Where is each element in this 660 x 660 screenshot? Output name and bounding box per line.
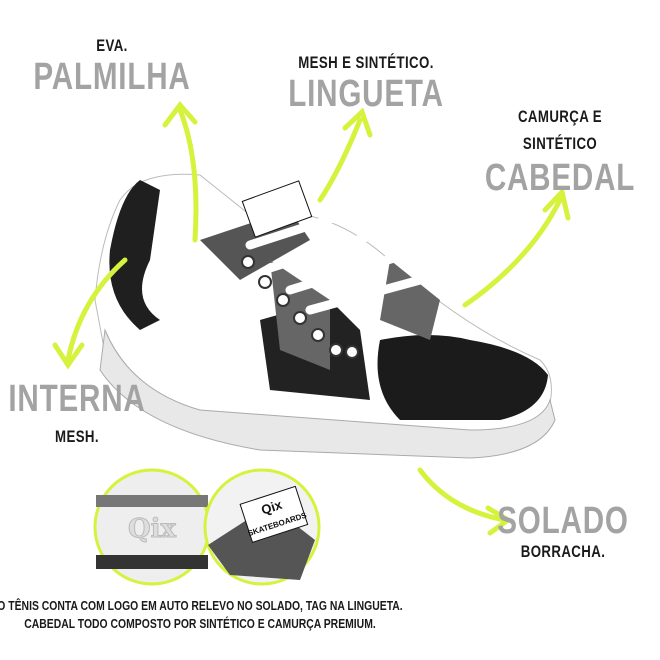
lingueta-label: LINGUETA [288, 73, 444, 115]
palmilha-label: PALMILHA [33, 56, 191, 98]
svg-text:Qix: Qix [128, 514, 177, 544]
interna-label: INTERNA [8, 378, 146, 420]
svg-text:Qix: Qix [259, 497, 284, 518]
detail-sole-logo-image: Qix [93, 468, 211, 586]
cabedal-material-line2: SINTÉTICO [522, 134, 598, 153]
solado-label: SOLADO [497, 500, 629, 542]
interna-material: MESH. [55, 427, 99, 446]
detail-tongue-tag-image: Qix SKATEBOARDS [203, 468, 321, 586]
lingueta-material: MESH E SINTÉTICO. [298, 53, 434, 72]
palmilha-material: EVA. [96, 36, 128, 55]
sneaker-image [94, 173, 556, 459]
caption-line-2: CABEDAL TODO COMPOSTO POR SINTÉTICO E CA… [24, 616, 376, 631]
cabedal-material-line1: CAMURÇA E [517, 107, 603, 126]
callout-arrows [52, 101, 571, 536]
caption-line-1: O TÊNIS CONTA COM LOGO EM AUTO RELEVO NO… [0, 598, 403, 613]
solado-material: BORRACHA. [520, 542, 606, 561]
cabedal-label: CABEDAL [484, 157, 636, 199]
